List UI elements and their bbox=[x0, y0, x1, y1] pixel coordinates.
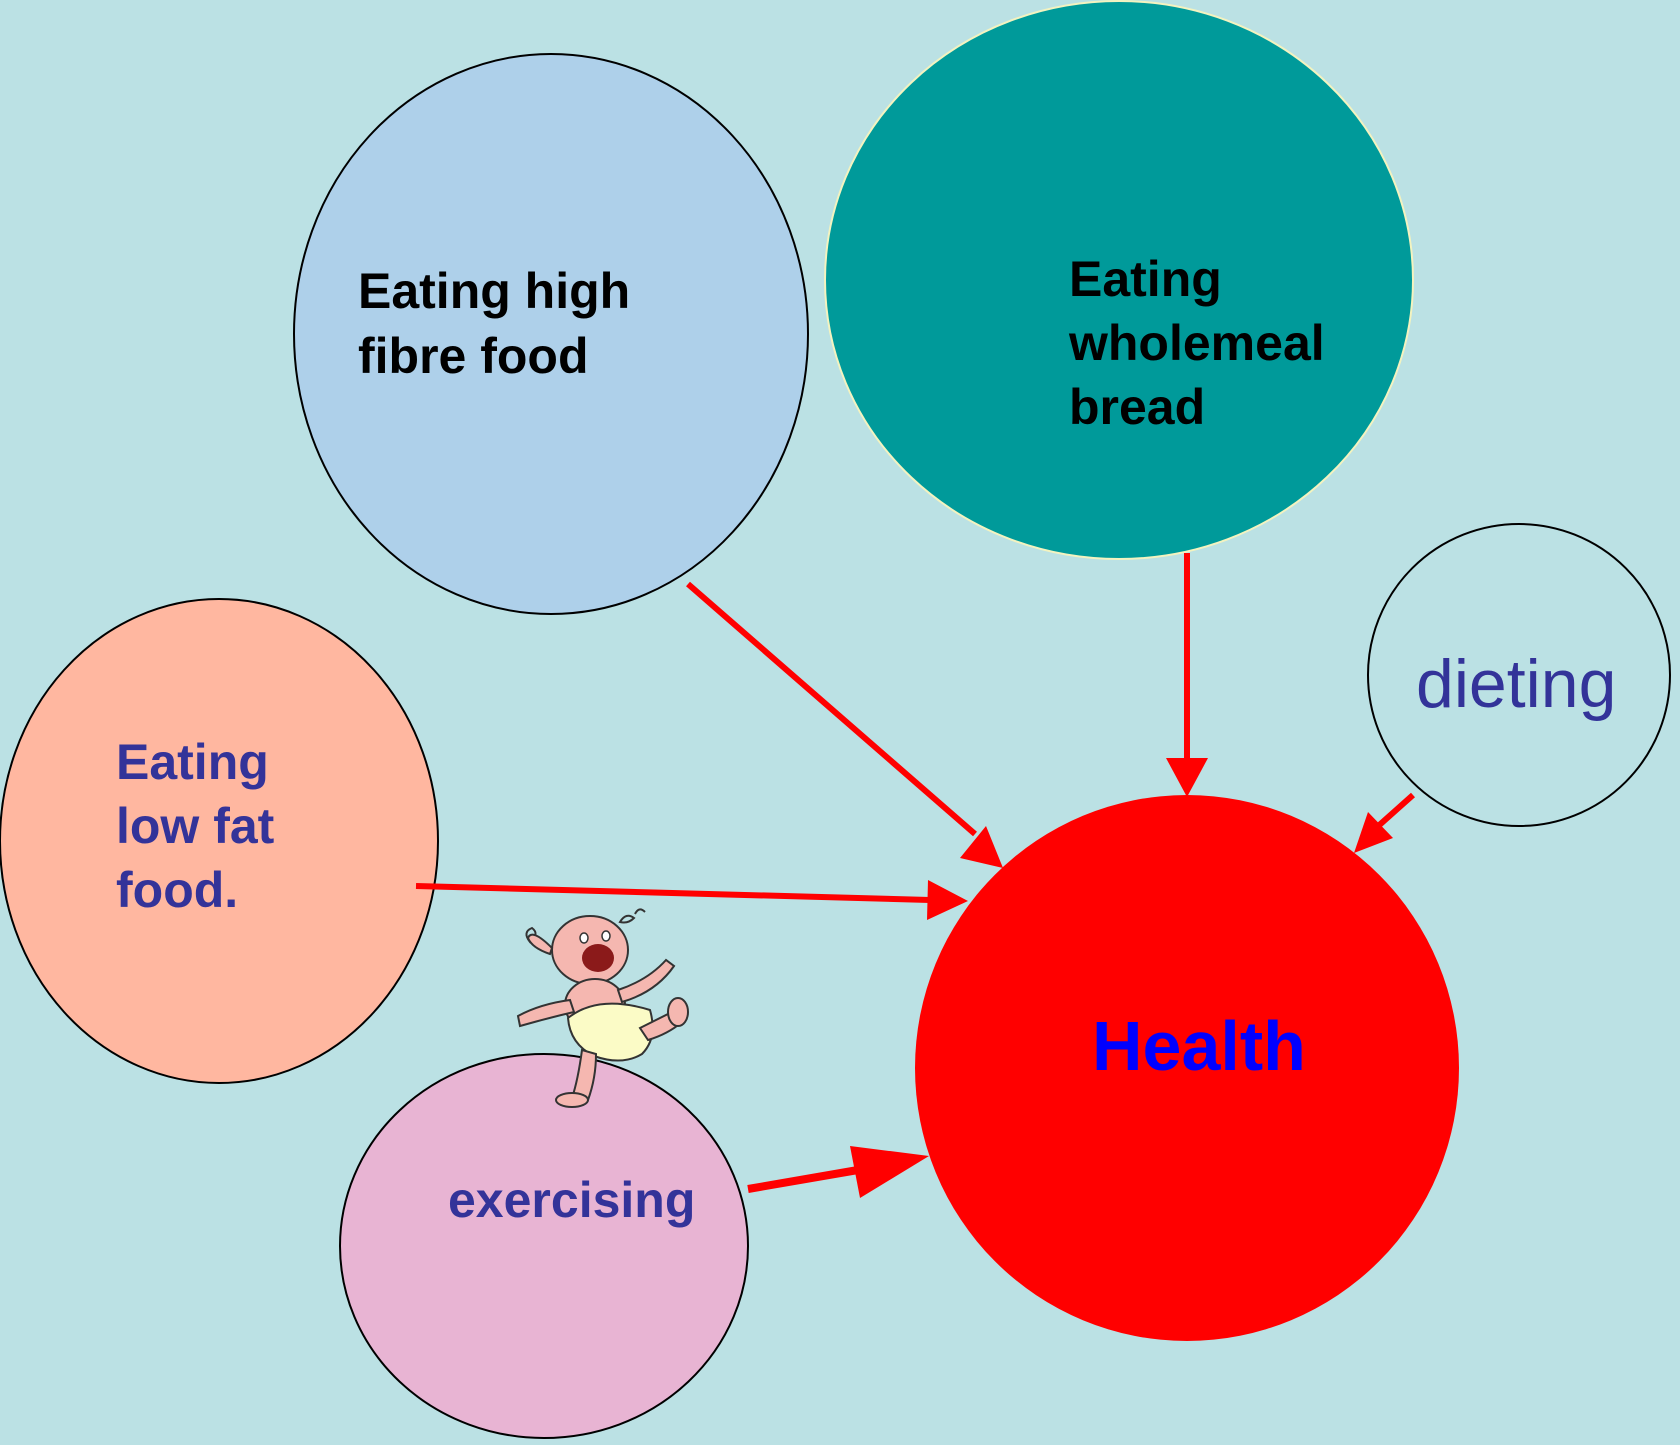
node-wholemeal-label-line3: bread bbox=[1069, 379, 1205, 435]
node-low-fat-label-line3: food. bbox=[116, 862, 238, 918]
node-low-fat-label-line1: Eating bbox=[116, 734, 269, 790]
node-dieting: dieting bbox=[1367, 523, 1671, 827]
arrow-low-fat-to-health bbox=[415, 880, 968, 920]
node-health-shape bbox=[915, 795, 1459, 1341]
node-wholemeal-shape bbox=[824, 0, 1414, 560]
node-high-fibre-label-line2: fibre food bbox=[358, 328, 589, 384]
arrow-dieting-to-health bbox=[1354, 792, 1415, 853]
arrows bbox=[415, 553, 1415, 1198]
node-health-label: Health bbox=[1092, 1007, 1306, 1085]
node-high-fibre-food: Eating high fibre food bbox=[293, 53, 809, 615]
arrow-exercising-to-health bbox=[747, 1146, 929, 1198]
node-dieting-label: dieting bbox=[1416, 646, 1616, 722]
node-high-fibre-label-line1: Eating high bbox=[358, 263, 630, 319]
node-wholemeal-label-line2: wholemeal bbox=[1068, 315, 1325, 371]
node-low-fat-food: Eating low fat food. bbox=[0, 598, 439, 1084]
node-exercising-shape bbox=[339, 1053, 749, 1439]
node-exercising-label: exercising bbox=[448, 1172, 695, 1228]
node-low-fat-shape bbox=[0, 598, 439, 1084]
node-wholemeal-bread: Eating wholemeal bread bbox=[824, 0, 1414, 560]
node-high-fibre-shape bbox=[293, 53, 809, 615]
node-low-fat-label-line2: low fat bbox=[116, 798, 275, 854]
node-health: Health bbox=[915, 795, 1459, 1341]
dancing-baby-clipart bbox=[516, 908, 689, 1108]
node-wholemeal-label-line1: Eating bbox=[1069, 251, 1222, 307]
node-dieting-shape bbox=[1367, 523, 1671, 827]
node-exercising: exercising bbox=[339, 1053, 749, 1439]
arrow-wholemeal-to-health bbox=[1166, 553, 1208, 797]
arrow-high-fibre-to-health bbox=[686, 581, 1003, 868]
